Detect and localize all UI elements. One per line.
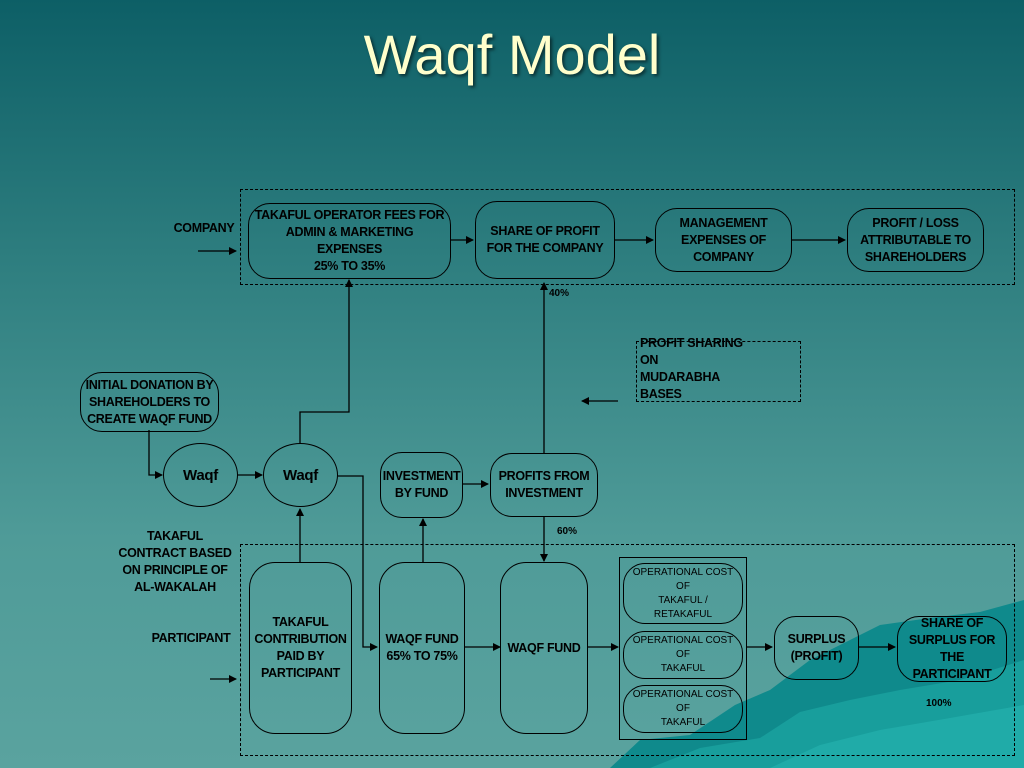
percent-60-label: 60% [557,526,578,537]
takaful-contract-label: TAKAFUL CONTRACT BASED ON PRINCIPLE OF A… [118,529,232,594]
arrow-donation-to-waqf [148,430,163,479]
arrow-waqf-to-fees [299,279,353,443]
slide-title: Waqf Model [363,23,661,86]
profit-sharing-mudarabha-box: PROFIT SHARING ON MUDARABHA BASES [640,336,743,401]
percent-40-label: 40% [549,288,570,299]
takaful-contribution-box: TAKAFUL CONTRIBUTION PAID BY PARTICIPANT [249,562,352,734]
participant-label: PARTICIPANT [151,631,231,645]
mudarabha-region [636,341,801,402]
waqf-box-2: Waqf [263,443,338,507]
participant-region [240,544,1015,756]
waqf-box-1: Waqf [163,443,238,507]
company-label: COMPANY [173,221,235,235]
surplus-profit-box: SURPLUS (PROFIT) [774,616,859,680]
op-cost-takaful-box-1: OPERATIONAL COST OF TAKAFUL [623,631,743,679]
share-profit-company-box: SHARE OF PROFIT FOR THE COMPANY [475,201,615,279]
company-region [240,189,1015,285]
profit-loss-shareholders-box: PROFIT / LOSS ATTRIBUTABLE TO SHAREHOLDE… [847,208,984,272]
op-cost-retakaful-box: OPERATIONAL COST OF TAKAFUL / RETAKAFUL [623,563,743,624]
arrow-waqf-to-waqffund [338,475,378,651]
operational-cost-group [619,557,747,740]
management-expenses-box: MANAGEMENT EXPENSES OF COMPANY [655,208,792,272]
operator-fees-box: TAKAFUL OPERATOR FEES FOR ADMIN & MARKET… [248,203,451,279]
investment-by-fund-box: INVESTMENT BY FUND [380,452,463,518]
initial-donation-box: INITIAL DONATION BY SHAREHOLDERS TO CREA… [80,372,219,432]
share-surplus-participant-box: SHARE OF SURPLUS FOR THE PARTICIPANT [897,616,1007,682]
op-cost-takaful-box-2: OPERATIONAL COST OF TAKAFUL [623,685,743,733]
waqf-fund-percent-box: WAQF FUND 65% TO 75% [379,562,465,734]
percent-100-label: 100% [926,698,952,709]
waqf-fund-box: WAQF FUND [500,562,588,734]
profits-from-investment-box: PROFITS FROM INVESTMENT [490,453,598,517]
